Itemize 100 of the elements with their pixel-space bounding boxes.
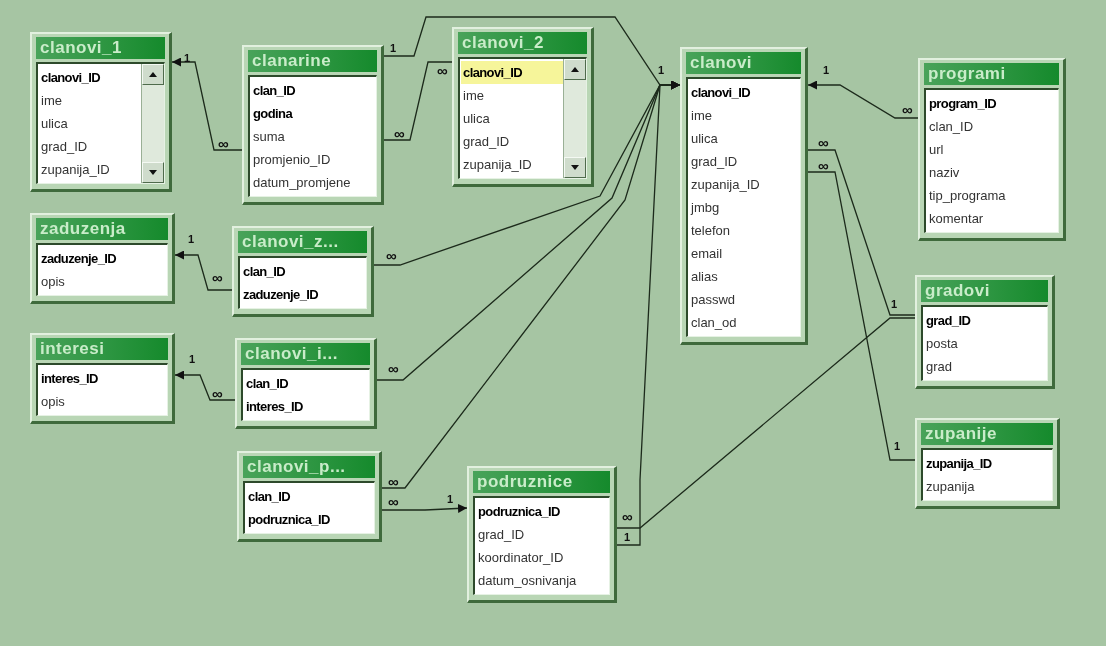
field-name: podruznica_ID: [247, 511, 331, 529]
field-name: naziv: [928, 164, 961, 182]
table-card: [30, 333, 175, 424]
table-card: [30, 32, 172, 192]
field-name: promjenio_ID: [252, 151, 332, 169]
field-name: datum_osnivanja: [477, 572, 578, 590]
table-title: clanovi_z...: [238, 231, 367, 253]
cardinality-label: 1: [447, 493, 454, 505]
cardinality-label: ∞: [388, 476, 399, 488]
cardinality-label: 1: [624, 531, 631, 543]
field-name: zupanija_ID: [40, 161, 111, 179]
relationship-line: [616, 80, 681, 546]
field-name: grad_ID: [690, 153, 739, 171]
cardinality-label: ∞: [818, 137, 829, 149]
field-name: alias: [690, 268, 719, 286]
relationship-line: [807, 80, 919, 119]
field-name: interes_ID: [245, 398, 304, 416]
field-name: godina: [252, 105, 294, 123]
field-name: ime: [690, 107, 713, 125]
cardinality-label: 1: [658, 64, 665, 76]
field-name: jmbg: [689, 199, 721, 217]
table-title: zaduzenja: [36, 218, 168, 240]
field-name: program_ID: [928, 95, 997, 113]
cardinality-label: ∞: [218, 138, 229, 150]
table-card: [232, 226, 374, 317]
field-name: opis: [40, 273, 66, 291]
cardinality-label: 1: [189, 353, 196, 365]
cardinality-label: ∞: [386, 250, 397, 262]
table-title: clanovi_i...: [241, 343, 370, 365]
cardinality-label: ∞: [818, 160, 829, 172]
field-name: grad_ID: [477, 526, 526, 544]
field-name: clan_od: [690, 314, 738, 332]
cardinality-label: ∞: [212, 388, 223, 400]
table-card: [30, 213, 175, 304]
table-title: clanovi: [686, 52, 801, 74]
cardinality-label: 1: [188, 233, 195, 245]
cardinality-label: 1: [894, 440, 901, 452]
cardinality-label: 1: [184, 52, 191, 64]
field-name: podruznica_ID: [477, 503, 561, 521]
table-card: [915, 275, 1055, 389]
table-title: clanovi_1: [36, 37, 165, 59]
table-card: [235, 338, 377, 429]
table-title: clanovi_p...: [243, 456, 375, 478]
field-name: koordinator_ID: [477, 549, 565, 567]
relationship-line: [171, 57, 243, 151]
relationship-line: [174, 370, 236, 401]
cardinality-label: 1: [823, 64, 830, 76]
field-name: grad: [925, 358, 954, 376]
table-card: [242, 45, 384, 205]
field-name: zupanija_ID: [925, 455, 993, 473]
field-name: zupanija_ID: [462, 156, 533, 174]
field-name: clan_ID: [252, 82, 297, 100]
table-card: [918, 58, 1066, 241]
table-title: programi: [924, 63, 1059, 85]
field-name: email: [690, 245, 724, 263]
table-card: [467, 466, 617, 603]
field-name: zaduzenje_ID: [242, 286, 320, 304]
field-name: komentar: [928, 210, 985, 228]
field-name: interes_ID: [40, 370, 99, 388]
table-title: zupanije: [921, 423, 1053, 445]
field-name: zaduzenje_ID: [40, 250, 118, 268]
relationship-line: [174, 250, 233, 291]
cardinality-label: ∞: [388, 496, 399, 508]
field-name: zupanija: [925, 478, 976, 496]
table-card: [452, 27, 594, 187]
cardinality-label: ∞: [622, 511, 633, 523]
field-name: passwd: [690, 291, 737, 309]
cardinality-label: ∞: [388, 363, 399, 375]
field-name: posta: [925, 335, 959, 353]
cardinality-label: ∞: [902, 104, 913, 116]
field-name: clan_ID: [245, 375, 290, 393]
field-name: opis: [40, 393, 66, 411]
cardinality-label: 1: [891, 298, 898, 310]
table-title: podruznice: [473, 471, 610, 493]
selected-field: clanovi_ID: [461, 61, 563, 84]
table-card: [680, 47, 808, 345]
table-title: clanovi_2: [458, 32, 587, 54]
field-name: clan_ID: [928, 118, 975, 136]
field-name: telefon: [690, 222, 732, 240]
field-name: zupanija_ID: [690, 176, 761, 194]
field-name: ime: [40, 92, 63, 110]
field-name: ulica: [690, 130, 719, 148]
field-name: suma: [252, 128, 286, 146]
table-title: clanarine: [248, 50, 377, 72]
cardinality-label: ∞: [437, 65, 448, 77]
field-name: ime: [462, 87, 485, 105]
relationship-line: [381, 503, 468, 513]
field-name: clan_ID: [242, 263, 287, 281]
field-name: grad_ID: [925, 312, 972, 330]
field-name: tip_programa: [928, 187, 1007, 205]
cardinality-label: ∞: [212, 272, 223, 284]
table-title: interesi: [36, 338, 168, 360]
cardinality-label: 1: [390, 42, 397, 54]
cardinality-label: ∞: [394, 128, 405, 140]
field-name: datum_promjene: [252, 174, 352, 192]
field-name: clanovi_ID: [40, 69, 102, 87]
field-name: grad_ID: [462, 133, 511, 151]
field-name: url: [928, 141, 945, 159]
field-name: clanovi_ID: [690, 84, 752, 102]
table-card: [915, 418, 1060, 509]
